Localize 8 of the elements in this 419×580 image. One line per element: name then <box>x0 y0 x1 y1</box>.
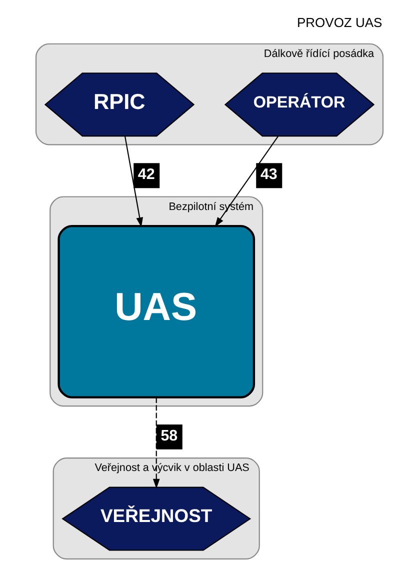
edge-label: 43 <box>260 166 278 184</box>
arrow <box>152 398 160 489</box>
arrow <box>214 136 279 227</box>
arrow <box>124 136 143 228</box>
diagram-title: PROVOZ UAS <box>296 15 382 30</box>
node-box: UAS <box>58 224 256 398</box>
edge-label: 42 <box>138 166 155 184</box>
edge-label: 58 <box>160 427 178 444</box>
